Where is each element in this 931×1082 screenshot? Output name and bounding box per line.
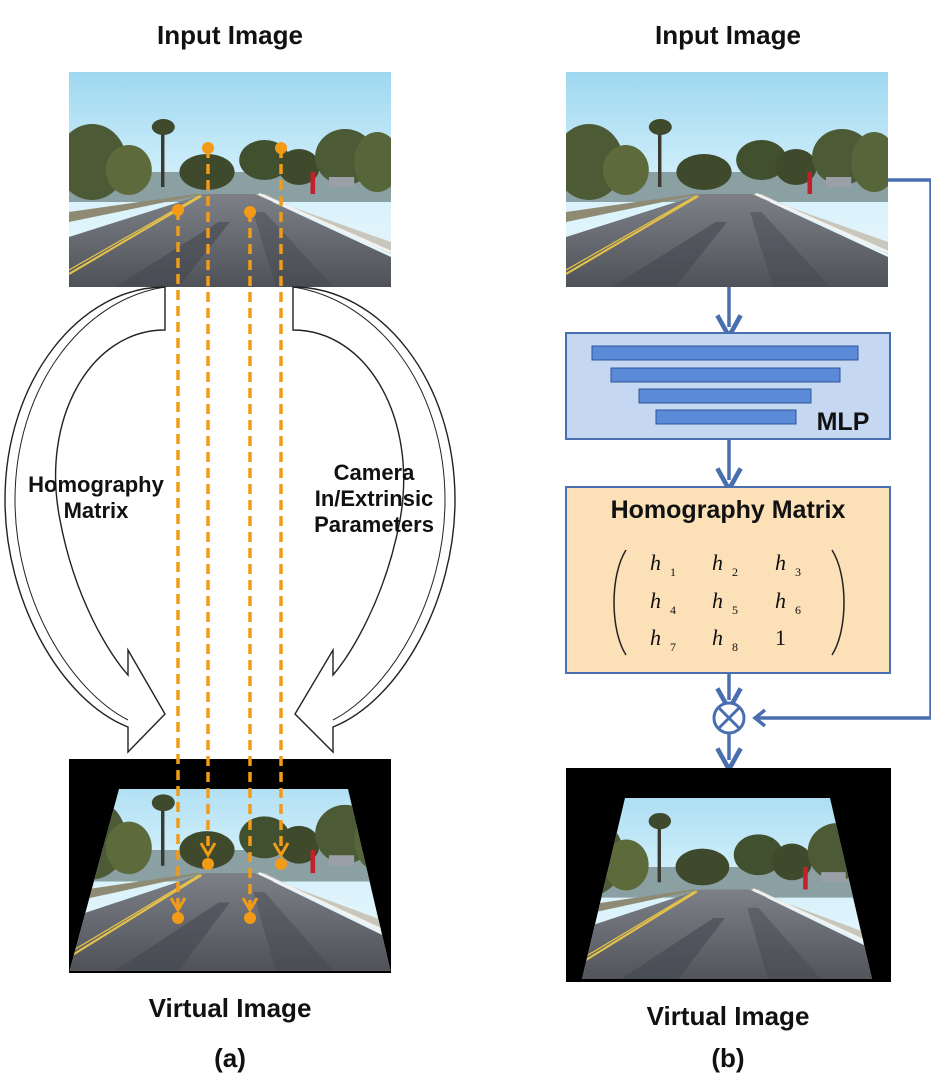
matrix-subscript-5: 5 xyxy=(732,603,738,617)
matrix-brackets xyxy=(613,549,845,656)
homography-arrow-label: Homography Matrix xyxy=(28,472,164,523)
caption-b: (b) xyxy=(711,1043,745,1073)
homography-matrix-title: Homography Matrix xyxy=(610,496,846,524)
matrix-subscript-3: 3 xyxy=(795,565,801,579)
multiply-operator xyxy=(712,701,746,735)
input-title-b: Input Image xyxy=(655,20,801,50)
output-title-a: Virtual Image xyxy=(148,993,312,1023)
matrix-subscript-7: 7 xyxy=(670,640,676,654)
input-image-b xyxy=(566,72,888,287)
panel-a xyxy=(4,72,456,973)
camera-params-arrow-label: Camera In/Extrinsic Parameters xyxy=(314,460,434,537)
matrix-cell-one: 1 xyxy=(775,625,786,650)
matrix-subscript-8: 8 xyxy=(732,640,738,654)
correspondence-dots xyxy=(172,142,287,924)
matrix-cell-5: h xyxy=(712,588,723,613)
matrix-subscript-4: 4 xyxy=(670,603,676,617)
matrix-cell-8: h xyxy=(712,625,723,650)
camera-params-curved-arrow xyxy=(292,286,456,754)
matrix-subscript-6: 6 xyxy=(795,603,801,617)
homography-curved-arrow xyxy=(4,286,166,754)
matrix-cell-1: h xyxy=(650,550,661,575)
mlp-layers xyxy=(591,345,859,425)
matrix-cell-3: h xyxy=(775,550,786,575)
matrix-subscript-2: 2 xyxy=(732,565,738,579)
caption-a: (a) xyxy=(214,1043,246,1073)
matrix-cell-6: h xyxy=(775,588,786,613)
input-image-a xyxy=(69,72,391,287)
correspondence-arrowheads xyxy=(169,842,290,913)
mlp-label: MLP xyxy=(816,408,870,436)
matrix-cell-4: h xyxy=(650,588,661,613)
skip-connection-line xyxy=(757,178,931,720)
matrix-subscript-1: 1 xyxy=(670,565,676,579)
input-title-a: Input Image xyxy=(157,20,303,50)
matrix-cell-7: h xyxy=(650,625,661,650)
matrix-cell-2: h xyxy=(712,550,723,575)
correspondence-lines xyxy=(176,148,283,908)
output-title-b: Virtual Image xyxy=(646,1001,810,1031)
